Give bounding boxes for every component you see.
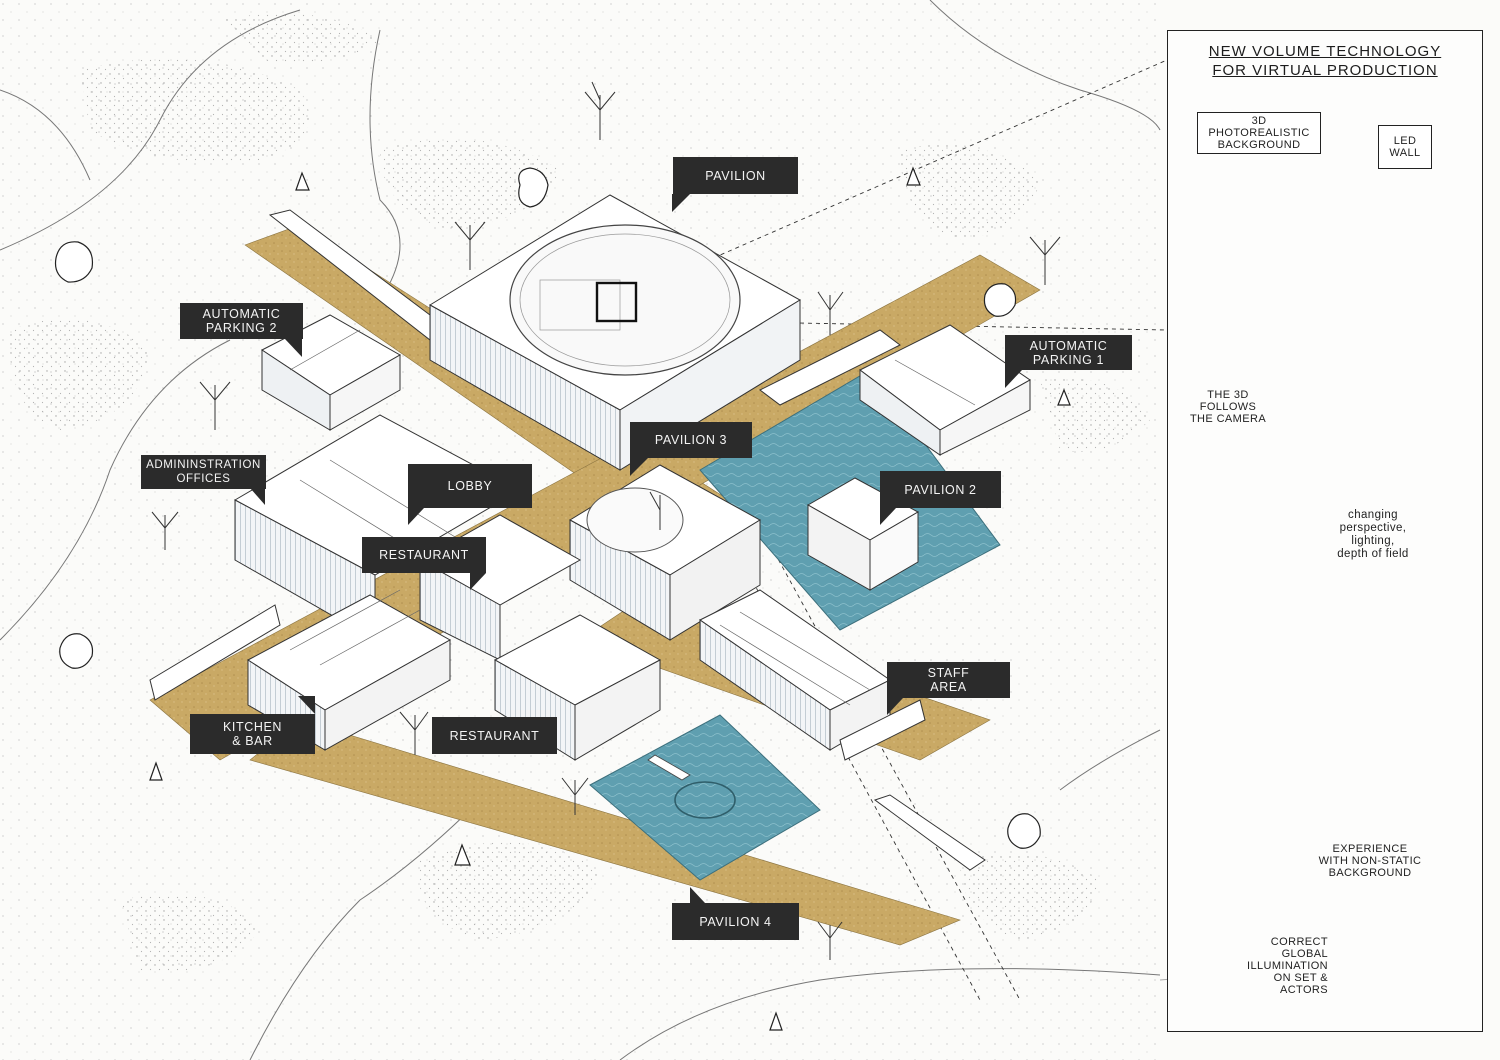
- trees: [151, 81, 1061, 960]
- label-pavilion-4: PAVILION 4: [672, 903, 799, 940]
- focus-square: [595, 281, 638, 323]
- label-pointers: [250, 194, 1022, 903]
- label-restaurant-bottom: RESTAURANT: [432, 717, 557, 754]
- photorealistic-background-box: 3D PHOTOREALISTIC BACKGROUND: [1197, 112, 1321, 154]
- virtual-production-panel: [1167, 30, 1483, 1032]
- label-pavilion: PAVILION: [673, 157, 798, 194]
- label-lobby: LOBBY: [408, 464, 532, 508]
- illumination-text: CORRECT GLOBAL ILLUMINATION ON SET & ACT…: [1247, 936, 1328, 996]
- changing-perspective-text: changing perspective, lighting, depth of…: [1337, 509, 1409, 560]
- projection-lines: [599, 59, 1168, 1001]
- label-kitchen-bar: KITCHEN & BAR: [190, 714, 315, 754]
- label-automatic-parking-2: AUTOMATIC PARKING 2: [180, 303, 303, 339]
- label-automatic-parking-1: AUTOMATIC PARKING 1: [1005, 335, 1132, 370]
- experience-text: EXPERIENCE WITH NON-STATIC BACKGROUND: [1318, 843, 1422, 879]
- interior-partitions: [289, 279, 976, 706]
- label-staff-area: STAFF AREA: [887, 662, 1010, 698]
- label-pavilion-3: PAVILION 3: [630, 422, 752, 458]
- panel-title: NEW VOLUME TECHNOLOGY FOR VIRTUAL PRODUC…: [1180, 42, 1470, 80]
- label-administration-offices: ADMININSTRATION OFFICES: [141, 455, 266, 489]
- led-wall-box: LED WALL: [1378, 125, 1432, 169]
- follows-camera-text: THE 3D FOLLOWS THE CAMERA: [1189, 389, 1267, 425]
- shrubs: [54, 166, 1071, 1031]
- panel-title-line-1: NEW VOLUME TECHNOLOGY: [1208, 43, 1442, 60]
- label-pavilion-2: PAVILION 2: [880, 471, 1001, 508]
- panel-title-line-2: FOR VIRTUAL PRODUCTION: [1212, 62, 1438, 79]
- label-restaurant-center: RESTAURANT: [362, 537, 486, 573]
- contour-lines: [0, 0, 1161, 1060]
